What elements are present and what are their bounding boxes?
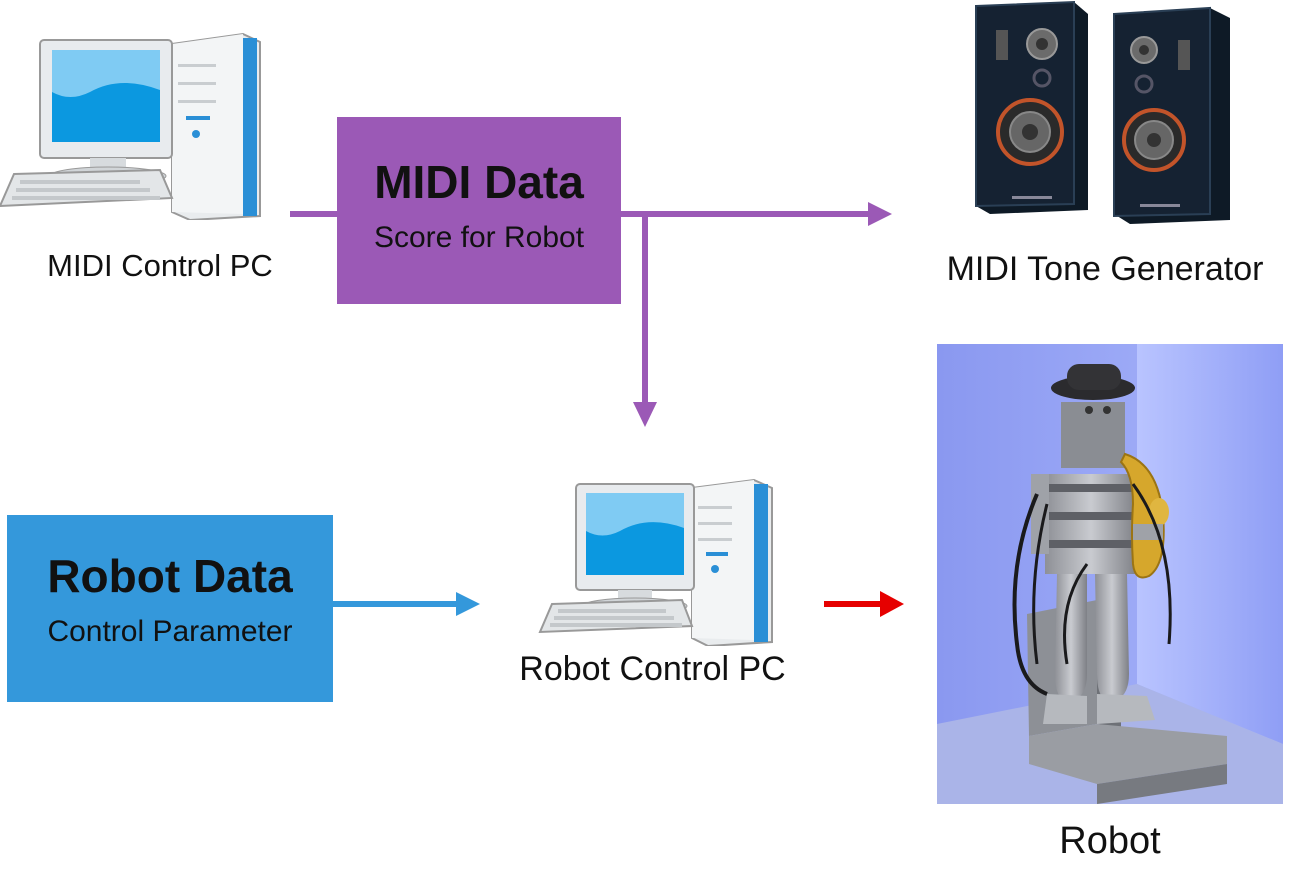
robot-pc-to-robot-arrowhead	[880, 591, 904, 617]
robot-pc-icon	[536, 476, 776, 646]
robot-data-title: Robot Data	[47, 550, 293, 602]
speakers-icon	[968, 0, 1236, 226]
robot-data-subtitle: Control Parameter	[47, 615, 293, 648]
robot-data-to-pc-arrowhead	[456, 592, 480, 616]
robot-data-box: Robot Data Control Parameter	[7, 515, 333, 702]
midi-data-to-tone-arrowhead	[868, 202, 892, 226]
midi-data-box: MIDI Data Score for Robot	[337, 117, 621, 304]
robot-label: Robot	[1059, 820, 1161, 862]
midi-data-subtitle: Score for Robot	[373, 221, 585, 254]
midi-pc-label: MIDI Control PC	[47, 248, 273, 283]
tone-generator-label: MIDI Tone Generator	[946, 250, 1264, 288]
midi-data-title: MIDI Data	[374, 156, 584, 208]
speaker-left	[975, 0, 1088, 214]
midi-data-to-robot-pc-arrowhead	[633, 402, 657, 427]
midi-pc-icon	[0, 30, 265, 220]
speaker-right	[1113, 6, 1230, 224]
robot-pc-label: Robot Control PC	[519, 650, 786, 688]
robot-image	[937, 344, 1283, 804]
